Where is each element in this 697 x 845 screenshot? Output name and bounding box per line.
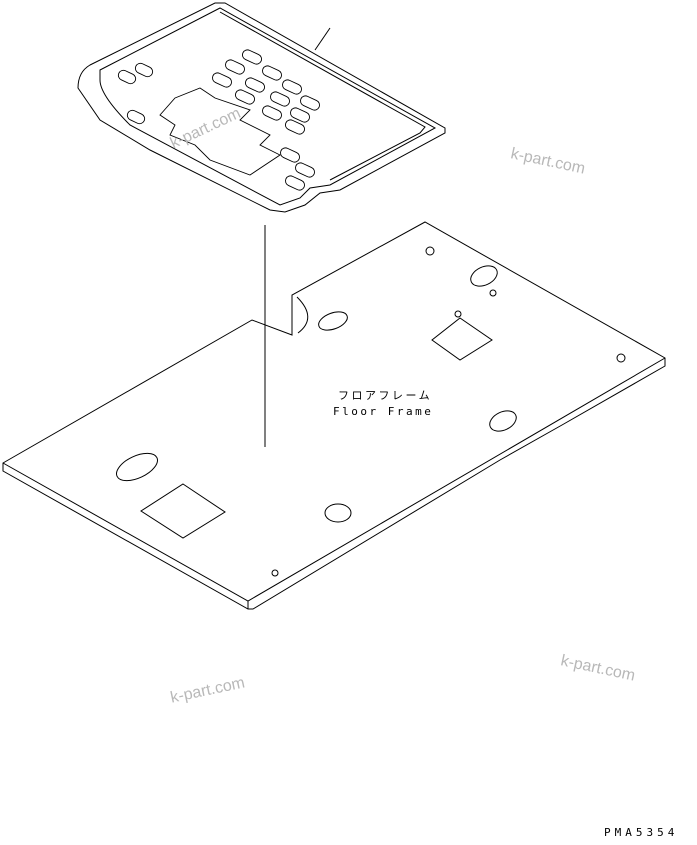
part-label-english: Floor Frame <box>333 405 434 418</box>
drawing-code: PMA5354 <box>604 826 679 839</box>
floor-frame <box>2 221 666 610</box>
floor-mat <box>77 2 446 213</box>
part-label-japanese: フロアフレーム <box>338 389 433 402</box>
